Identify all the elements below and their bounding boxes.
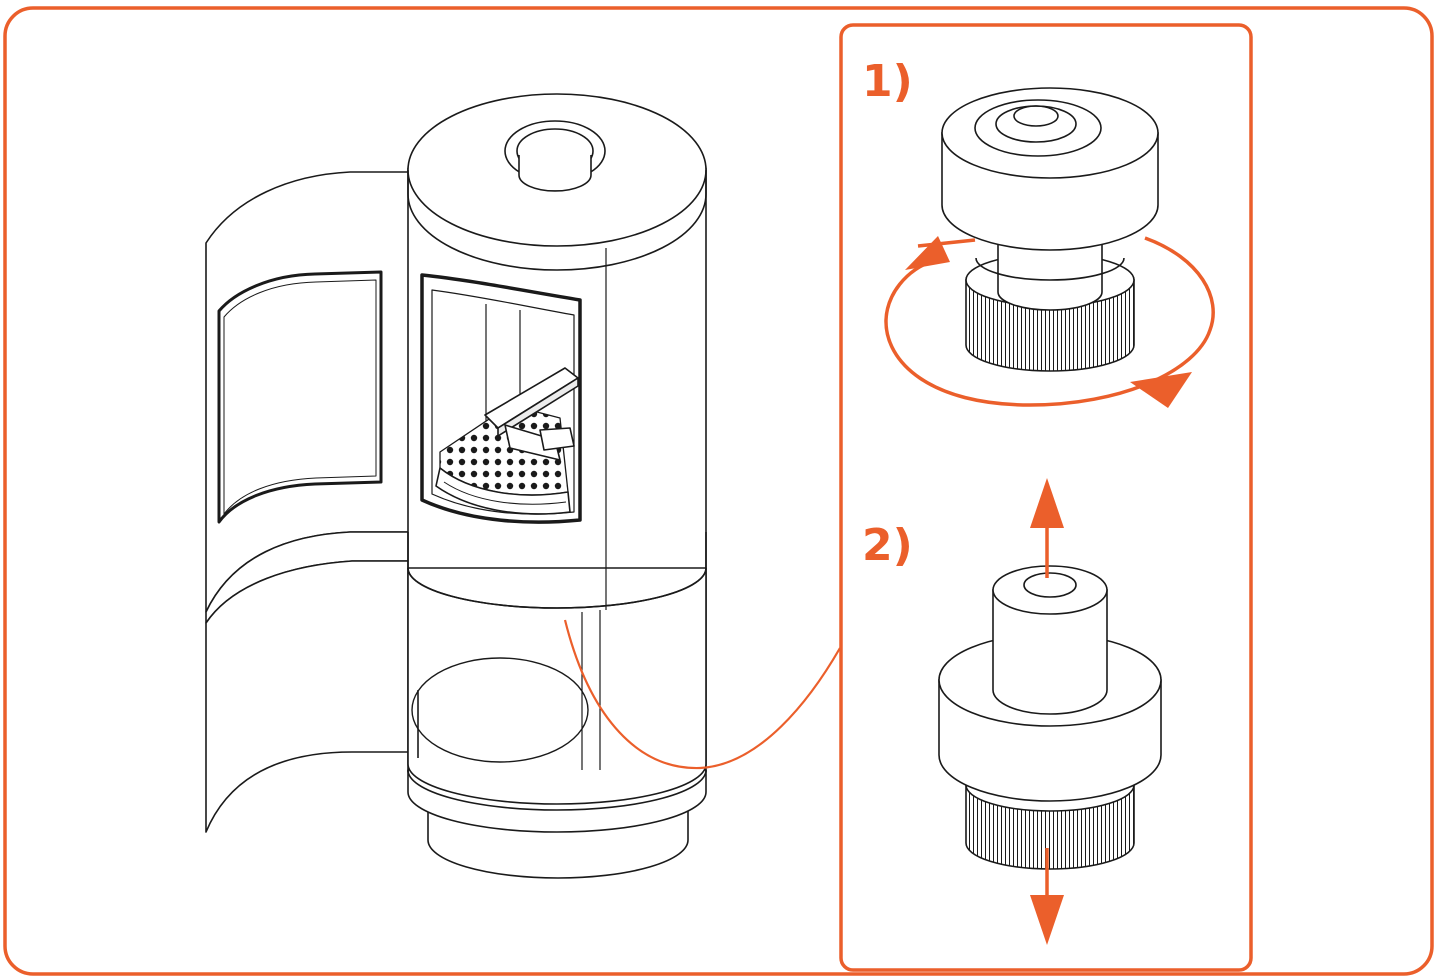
step-2-label: 2) [862, 520, 913, 571]
step-1-label: 1) [862, 56, 913, 107]
stove-illustration [205, 93, 707, 879]
knob-step-1 [941, 87, 1159, 372]
rotate-arrows-icon [884, 236, 1215, 408]
pull-up-down-arrows-icon [1030, 478, 1064, 945]
callout-leader-line [563, 619, 841, 770]
side-door-window [217, 270, 383, 524]
side-door-panel [205, 171, 411, 833]
firebox-window [420, 273, 582, 524]
knob-step-2 [938, 565, 1162, 870]
